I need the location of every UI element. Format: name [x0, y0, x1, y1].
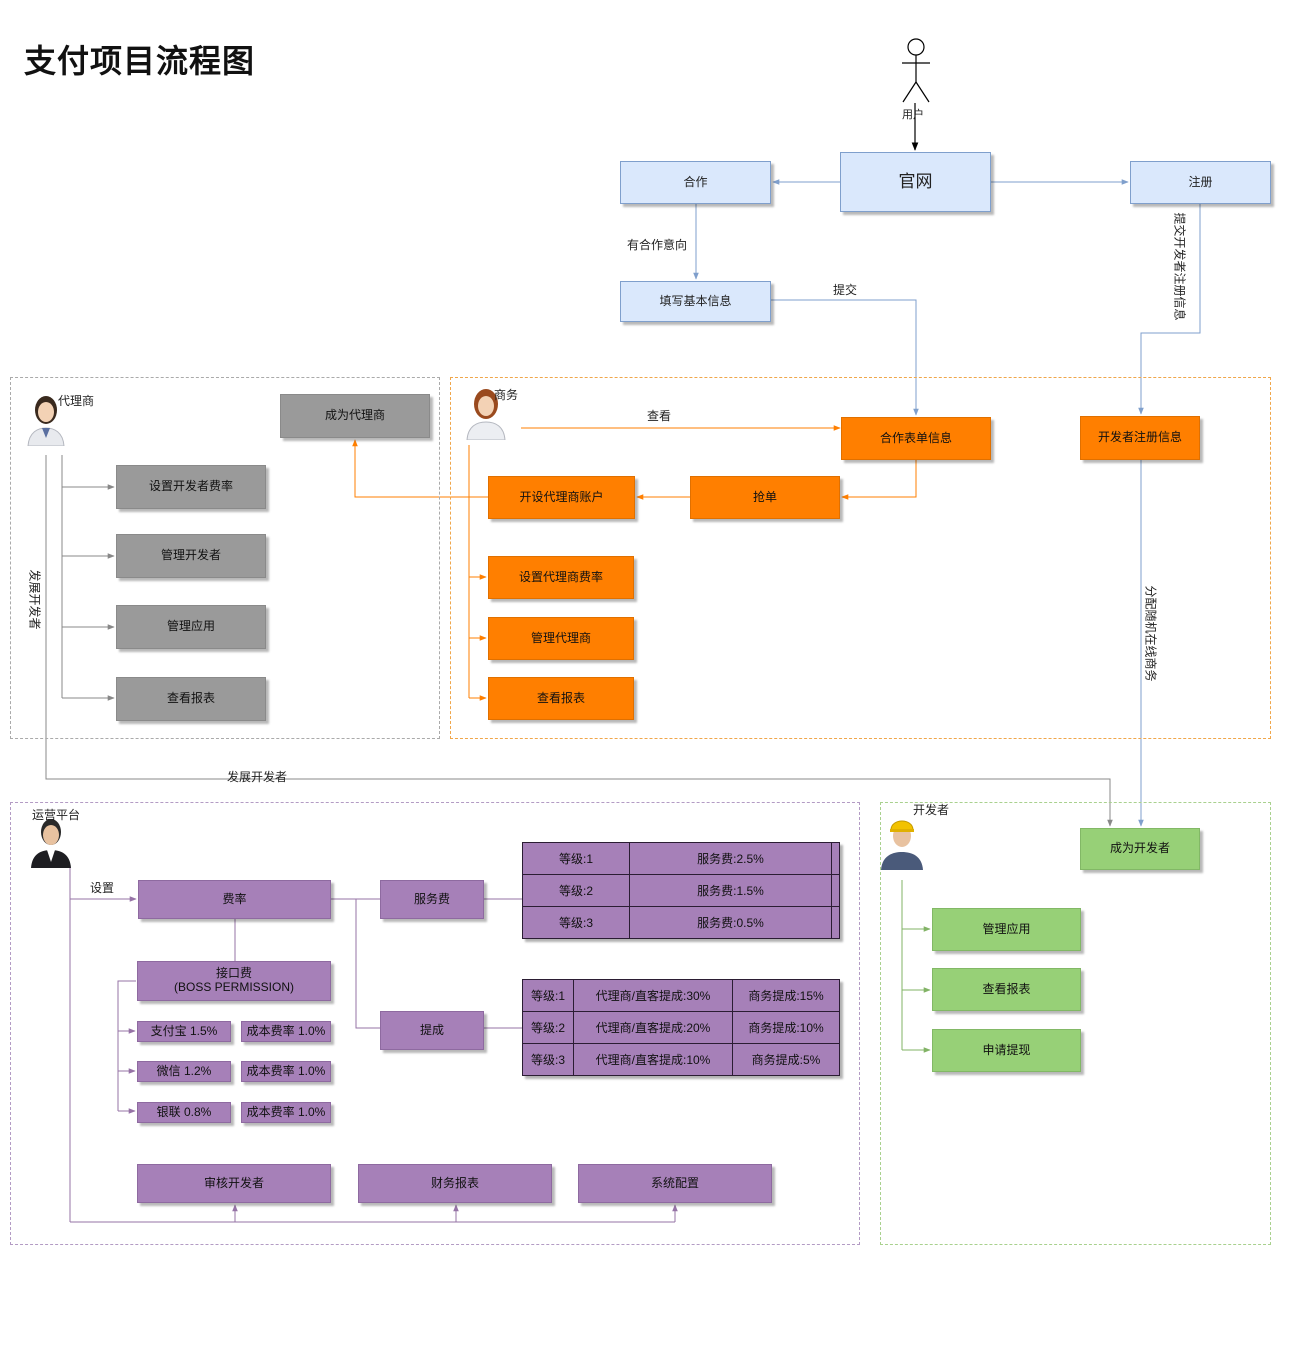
- table-row: 等级:3 服务费:0.5%: [522, 906, 840, 939]
- table-cell: 等级:3: [522, 906, 630, 939]
- table-cell: [831, 906, 840, 939]
- developer-zone: [880, 802, 1271, 1245]
- ops-role-label: 运营平台: [32, 808, 81, 822]
- channel-alipay-cost[interactable]: 成本费率 1.0%: [241, 1021, 331, 1042]
- channel-wechat[interactable]: 微信 1.2%: [137, 1061, 231, 1082]
- become-agent-node[interactable]: 成为代理商: [280, 394, 430, 438]
- dev-item-manage-apps[interactable]: 管理应用: [932, 908, 1081, 951]
- business-avatar-icon: [466, 389, 506, 440]
- cooperate-node[interactable]: 合作: [620, 161, 771, 204]
- agent-item-manage-apps[interactable]: 管理应用: [116, 605, 266, 649]
- agent-item-set-dev-rate[interactable]: 设置开发者费率: [116, 465, 266, 509]
- table-cell: 商务提成:10%: [732, 1011, 840, 1044]
- interface-fee-title: 接口费: [215, 966, 252, 981]
- edge-open-agent: [352, 439, 488, 498]
- table-row: 等级:3 代理商/直客提成:10% 商务提成:5%: [522, 1043, 840, 1076]
- table-row: 等级:1 服务费:2.5%: [522, 842, 840, 875]
- table-cell: 商务提成:5%: [732, 1043, 840, 1076]
- table-cell: 代理商/直客提成:30%: [573, 979, 733, 1012]
- table-cell: 商务提成:15%: [732, 979, 840, 1012]
- become-dev-node[interactable]: 成为开发者: [1080, 828, 1200, 870]
- agent-avatar-icon: [27, 396, 65, 446]
- fill-basic-info-node[interactable]: 填写基本信息: [620, 281, 771, 322]
- channel-wechat-cost[interactable]: 成本费率 1.0%: [241, 1061, 331, 1082]
- rate-node[interactable]: 费率: [138, 880, 331, 919]
- channel-unionpay[interactable]: 银联 0.8%: [137, 1102, 231, 1123]
- business-item-view-reports[interactable]: 查看报表: [488, 677, 634, 720]
- table-cell: 服务费:0.5%: [629, 906, 832, 939]
- channel-alipay[interactable]: 支付宝 1.5%: [137, 1021, 231, 1042]
- table-cell: 服务费:1.5%: [629, 874, 832, 907]
- business-item-manage-agents[interactable]: 管理代理商: [488, 617, 634, 660]
- register-node[interactable]: 注册: [1130, 161, 1271, 204]
- channel-unionpay-cost[interactable]: 成本费率 1.0%: [241, 1102, 331, 1123]
- table-cell: 代理商/直客提成:10%: [573, 1043, 733, 1076]
- submit-label: 提交: [833, 283, 858, 297]
- dev-item-withdraw[interactable]: 申请提现: [932, 1029, 1081, 1072]
- user-label: 用户: [902, 109, 924, 121]
- agent-zone: [10, 377, 440, 739]
- table-cell: 等级:3: [522, 1043, 574, 1076]
- service-fee-node[interactable]: 服务费: [380, 880, 484, 919]
- edge-form-grab: [841, 460, 917, 500]
- submit-dev-info-label: 提交开发者注册信息: [1172, 212, 1187, 321]
- ops-avatar-icon: [31, 819, 71, 868]
- table-row: 等级:2 服务费:1.5%: [522, 874, 840, 907]
- develop-devs-label: 发展开发者: [227, 770, 288, 784]
- setup-label: 设置: [90, 881, 115, 895]
- agent-item-view-reports[interactable]: 查看报表: [116, 677, 266, 721]
- official-site-node[interactable]: 官网: [840, 152, 991, 212]
- table-cell: 等级:2: [522, 1011, 574, 1044]
- user-actor-icon: [902, 38, 930, 103]
- table-cell: 服务费:2.5%: [629, 842, 832, 875]
- coop-form-node[interactable]: 合作表单信息: [841, 417, 991, 460]
- business-role-label: 商务: [494, 388, 519, 402]
- service-fee-table: 等级:1 服务费:2.5% 等级:2 服务费:1.5% 等级:3 服务费:0.5…: [522, 842, 840, 939]
- page-title: 支付项目流程图: [24, 42, 256, 80]
- table-cell: 等级:2: [522, 874, 630, 907]
- cooperate-intent-label: 有合作意向: [627, 238, 688, 252]
- agent-role-label: 代理商: [58, 394, 95, 408]
- view-label: 查看: [647, 409, 672, 423]
- interface-fee-node[interactable]: 接口费 (BOSS PERMISSION): [137, 961, 331, 1001]
- open-agent-account-node[interactable]: 开设代理商账户: [488, 476, 635, 519]
- grab-order-node[interactable]: 抢单: [690, 476, 840, 519]
- table-cell: 等级:1: [522, 979, 574, 1012]
- edge-fill-form: [771, 299, 919, 416]
- table-row: 等级:1 代理商/直客提成:30% 商务提成:15%: [522, 979, 840, 1012]
- table-cell: 等级:1: [522, 842, 630, 875]
- table-row: 等级:2 代理商/直客提成:20% 商务提成:10%: [522, 1011, 840, 1044]
- commission-node[interactable]: 提成: [380, 1011, 484, 1050]
- business-zone: [450, 377, 1271, 739]
- table-cell: [831, 874, 840, 907]
- developer-avatar-icon: [881, 820, 923, 870]
- table-cell: [831, 842, 840, 875]
- assign-random-label: 分配随机在线商务: [1143, 585, 1158, 682]
- developer-role-label: 开发者: [913, 803, 950, 817]
- interface-fee-subtitle: (BOSS PERMISSION): [173, 980, 295, 994]
- dev-item-view-reports[interactable]: 查看报表: [932, 968, 1081, 1011]
- table-cell: 代理商/直客提成:20%: [573, 1011, 733, 1044]
- dev-reg-info-node[interactable]: 开发者注册信息: [1080, 416, 1200, 460]
- finance-reports-node[interactable]: 财务报表: [358, 1164, 552, 1203]
- develop-devs-vertical-label: 发展开发者: [27, 569, 42, 630]
- agent-item-manage-devs[interactable]: 管理开发者: [116, 534, 266, 578]
- commission-table: 等级:1 代理商/直客提成:30% 商务提成:15% 等级:2 代理商/直客提成…: [522, 979, 840, 1076]
- ops-zone: [10, 802, 860, 1245]
- edge-register-devinfo: [1138, 204, 1201, 415]
- system-config-node[interactable]: 系统配置: [578, 1164, 772, 1203]
- review-devs-node[interactable]: 审核开发者: [137, 1164, 331, 1203]
- business-item-set-agent-rate[interactable]: 设置代理商费率: [488, 556, 634, 599]
